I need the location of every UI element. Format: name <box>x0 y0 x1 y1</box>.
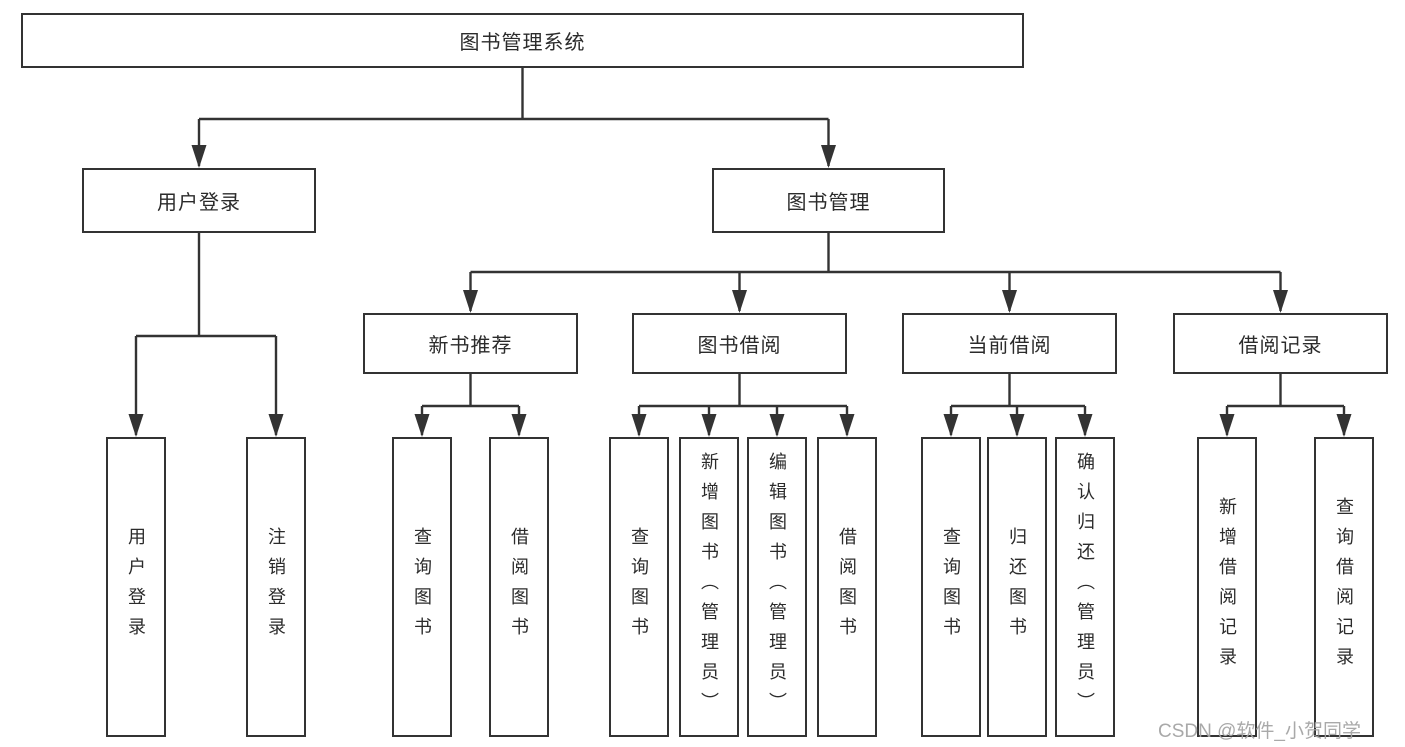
leaf-add-borrow-record: 新增借阅记录 <box>1197 437 1257 737</box>
leaf-query-books-recommend: 查询图书 <box>392 437 452 737</box>
node-current-borrowing-label: 当前借阅 <box>967 335 1052 357</box>
edges-borrowing-records <box>1219 374 1352 437</box>
leaf-logout: 注销登录 <box>246 437 306 737</box>
leaf-borrow-books-recommend-label: 借阅图书 <box>509 527 529 647</box>
leaf-query-borrow-record-label: 查询借阅记录 <box>1334 497 1354 677</box>
node-book-management-label: 图书管理 <box>786 192 871 214</box>
leaf-query-books-recommend-label: 查询图书 <box>412 527 432 647</box>
node-book-management: 图书管理 <box>712 168 945 233</box>
leaf-edit-book-admin: 编辑图书（管理员） <box>747 437 807 737</box>
node-borrowing-records-label: 借阅记录 <box>1238 335 1323 357</box>
node-new-book-recommend: 新书推荐 <box>363 313 578 374</box>
node-book-borrowing: 图书借阅 <box>632 313 847 374</box>
node-user-login: 用户登录 <box>82 168 316 233</box>
edges-book-management-to-level3 <box>463 233 1288 313</box>
node-new-book-recommend-label: 新书推荐 <box>428 335 513 357</box>
leaf-user-login-label: 用户登录 <box>126 527 146 647</box>
leaf-query-borrow-record: 查询借阅记录 <box>1314 437 1374 737</box>
leaf-borrow-books-borrowing: 借阅图书 <box>817 437 877 737</box>
node-book-borrowing-label: 图书借阅 <box>697 335 782 357</box>
node-root: 图书管理系统 <box>21 13 1024 68</box>
leaf-return-books-label: 归还图书 <box>1007 527 1027 647</box>
leaf-logout-label: 注销登录 <box>266 527 286 647</box>
node-root-label: 图书管理系统 <box>459 32 586 54</box>
node-user-login-label: 用户登录 <box>157 192 241 214</box>
leaf-return-books: 归还图书 <box>987 437 1047 737</box>
edges-user-login-to-leaves <box>128 233 284 437</box>
edges-root-to-level2 <box>191 68 836 168</box>
leaf-add-book-admin-label: 新增图书（管理员） <box>699 452 719 722</box>
leaf-borrow-books-borrowing-label: 借阅图书 <box>837 527 857 647</box>
leaf-query-books-current-label: 查询图书 <box>941 527 961 647</box>
leaf-confirm-return-admin-label: 确认归还（管理员） <box>1075 452 1095 722</box>
leaf-confirm-return-admin: 确认归还（管理员） <box>1055 437 1115 737</box>
leaf-query-books-borrowing: 查询图书 <box>609 437 669 737</box>
watermark: CSDN @软件_小贺同学 <box>1158 721 1361 742</box>
node-borrowing-records: 借阅记录 <box>1173 313 1388 374</box>
leaf-add-borrow-record-label: 新增借阅记录 <box>1217 497 1237 677</box>
node-current-borrowing: 当前借阅 <box>902 313 1117 374</box>
leaf-user-login: 用户登录 <box>106 437 166 737</box>
leaf-add-book-admin: 新增图书（管理员） <box>679 437 739 737</box>
edges-book-borrowing <box>631 374 855 437</box>
leaf-query-books-current: 查询图书 <box>921 437 981 737</box>
leaf-query-books-borrowing-label: 查询图书 <box>629 527 649 647</box>
leaf-edit-book-admin-label: 编辑图书（管理员） <box>767 452 787 722</box>
edges-new-book-recommend <box>414 374 527 437</box>
edges-current-borrowing <box>943 374 1093 437</box>
leaf-borrow-books-recommend: 借阅图书 <box>489 437 549 737</box>
